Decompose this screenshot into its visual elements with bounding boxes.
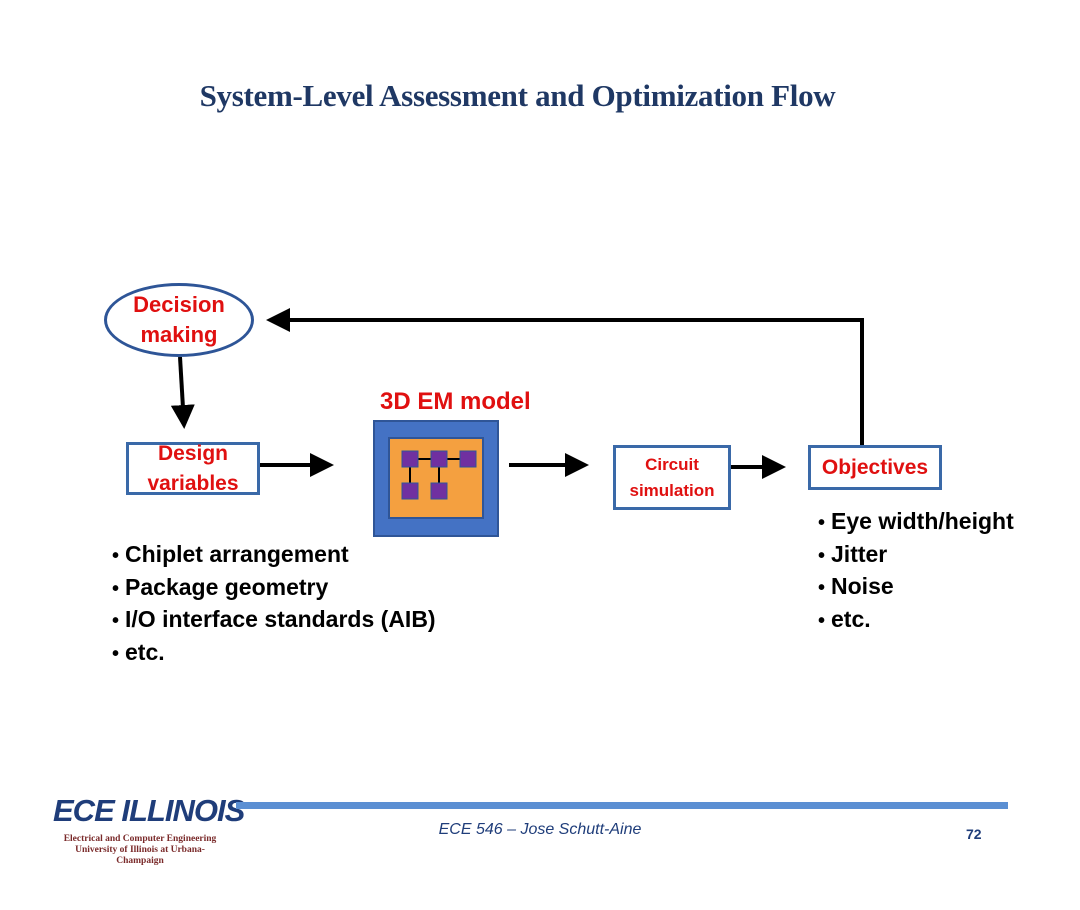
logo-subtitle-line1: Electrical and Computer Engineering (63, 834, 217, 844)
decision-label-line1: Decision (133, 292, 225, 317)
list-item: Chiplet arrangement (112, 538, 436, 571)
objectives-label: Objectives (821, 455, 929, 479)
circuit-label-line1: Circuit (645, 454, 699, 474)
logo-subtitle-line2: University of Illinois at Urbana-Champai… (75, 845, 205, 866)
footer-course: ECE 546 – Jose Schutt-Aine (438, 821, 642, 838)
em-model-label: 3D EM model (380, 388, 531, 415)
list-item: Jitter (818, 538, 1014, 571)
decision-to-design-arrow (170, 356, 195, 429)
objectives-node: Objectives (808, 445, 942, 490)
list-item: I/O interface standards (AIB) (112, 603, 436, 636)
objectives-list: Eye width/height Jitter Noise etc. (818, 505, 1014, 635)
page-number: 72 (966, 826, 982, 842)
decision-label-line2: making (140, 322, 218, 347)
circuit-simulation-node: Circuit simulation (613, 445, 731, 510)
footer-divider (236, 802, 1008, 809)
list-item: etc. (818, 603, 1014, 636)
design-label-line1: Design (157, 441, 228, 465)
logo-subtitle: Electrical and Computer Engineering Univ… (55, 834, 225, 867)
list-item: Package geometry (112, 571, 436, 604)
list-item: Eye width/height (818, 505, 1014, 538)
list-item: Noise (818, 570, 1014, 603)
chiplet-layout-icon (401, 450, 477, 500)
ece-illinois-logo: ECE ILLINOIS (53, 793, 245, 828)
list-item: etc. (112, 636, 436, 669)
circuit-label-line2: simulation (629, 480, 715, 500)
decision-making-node: Decision making (104, 283, 254, 357)
design-variables-list: Chiplet arrangement Package geometry I/O… (112, 538, 436, 668)
design-label-line2: variables (147, 471, 239, 495)
slide-title: System-Level Assessment and Optimization… (199, 78, 836, 113)
design-variables-node: Design variables (126, 442, 260, 495)
feedback-arrow (266, 308, 864, 445)
